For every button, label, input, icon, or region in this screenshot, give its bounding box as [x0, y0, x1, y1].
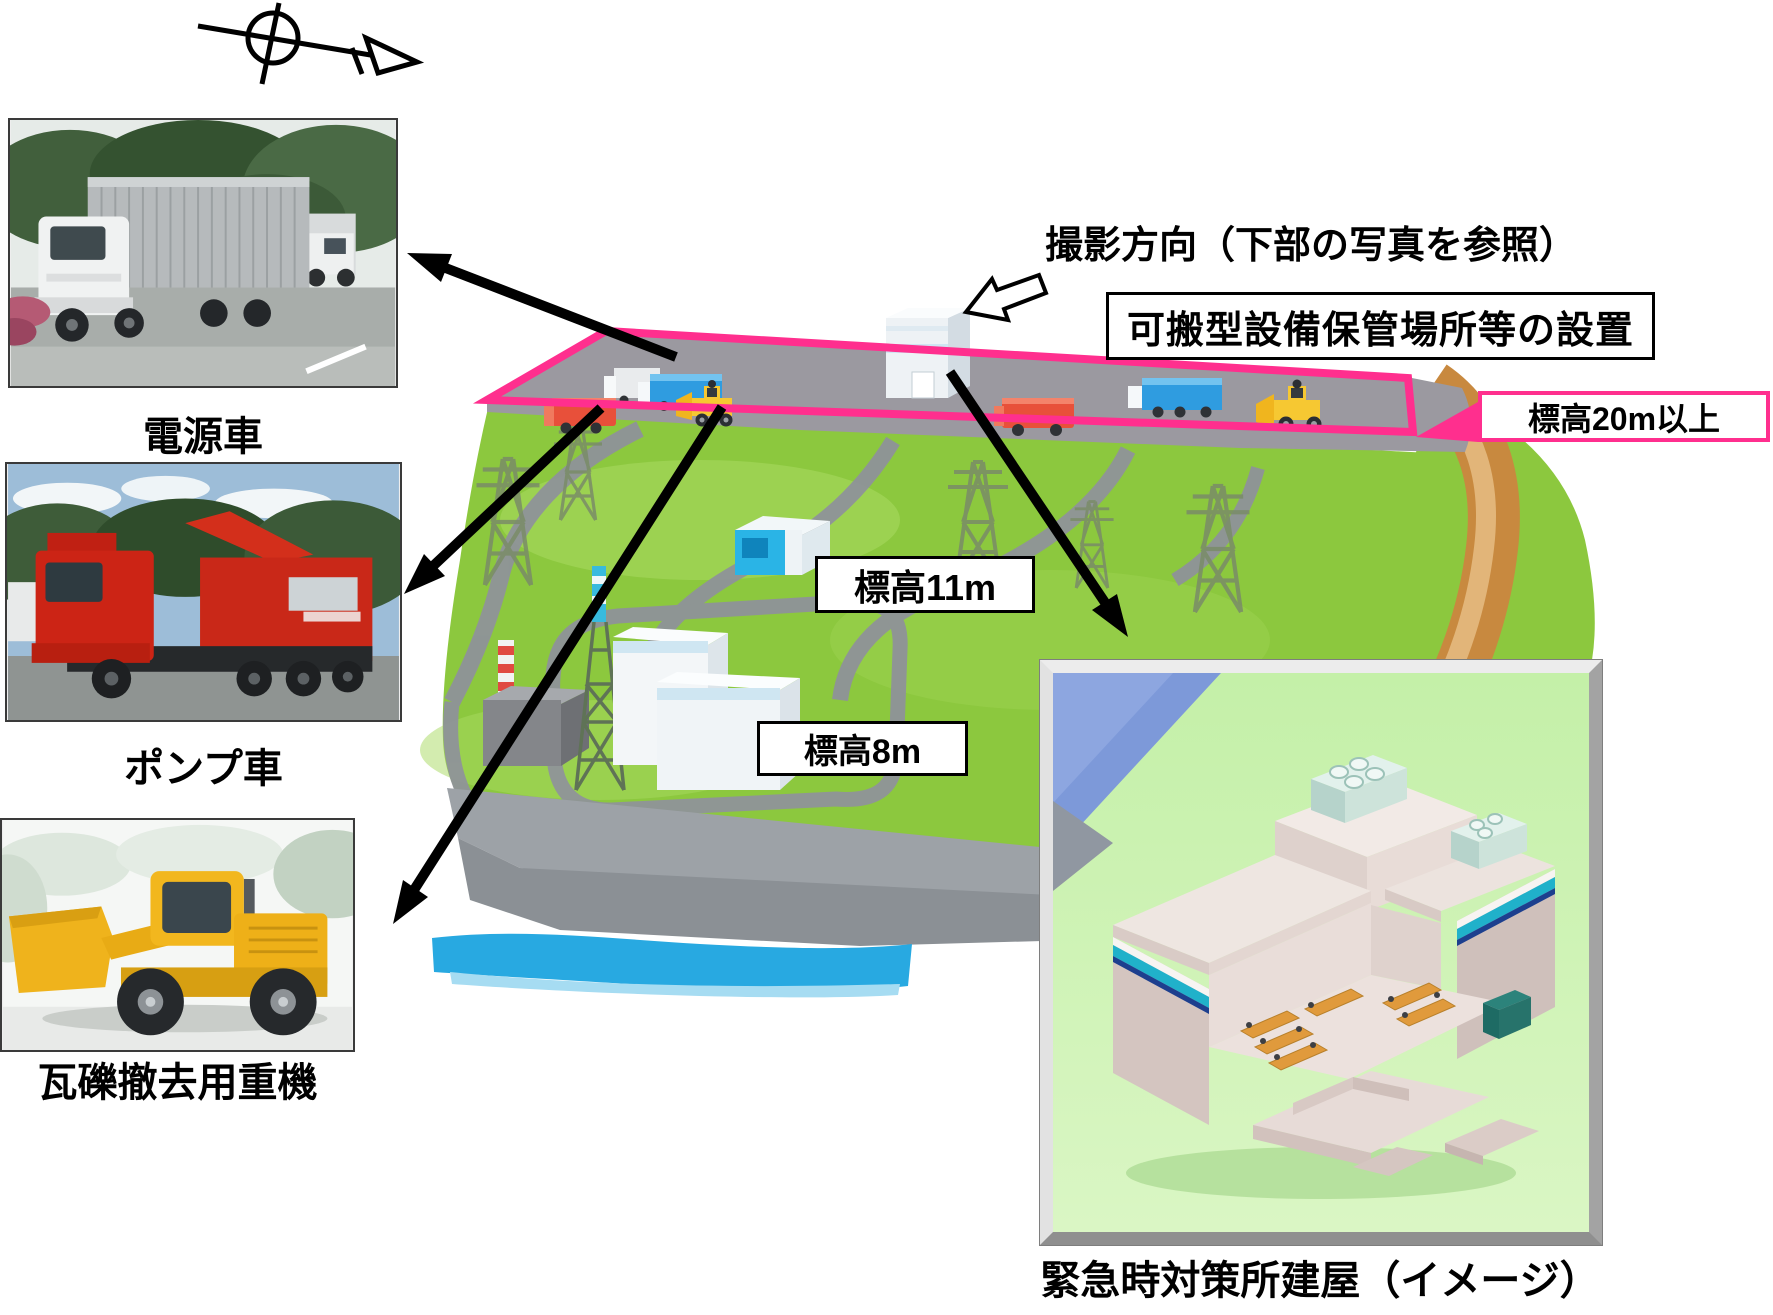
connector-arrows — [393, 253, 1128, 924]
plateau-vehicles — [544, 308, 1322, 436]
emergency-building-label: 緊急時対策所建屋（イメージ） — [1040, 1259, 1600, 1303]
building-cutaway — [1113, 755, 1555, 1176]
photo-label-pump-truck: ポンプ車 — [124, 747, 283, 791]
photo-debris-removal-machine — [0, 818, 355, 1052]
photo-label-power-supply-vehicle: 電源車 — [143, 415, 263, 459]
shooting-direction-arrow-icon — [962, 272, 1049, 323]
mountain — [1053, 801, 1113, 891]
photo-pump-truck — [5, 462, 402, 722]
elevation-20m-box: 標高20m以上 — [1478, 391, 1770, 442]
debris-removal-machine-image — [2, 820, 353, 1050]
storage-area-outline — [472, 326, 1418, 437]
sea-water — [432, 933, 912, 992]
storage-area-box: 可搬型設備保管場所等の設置 — [1106, 292, 1656, 360]
blue-building — [735, 516, 830, 575]
elevation-callout-arrow — [1416, 402, 1478, 442]
elevation-11m-box: 標高11m — [815, 556, 1035, 613]
photo-power-supply-vehicle — [8, 118, 398, 388]
emergency-building-cutaway — [1053, 673, 1589, 1232]
pump-truck-image — [7, 464, 400, 720]
photo-label-debris-removal-machine: 瓦礫撤去用重機 — [37, 1061, 318, 1105]
emergency-building-image — [1039, 659, 1603, 1246]
elevation-8m-box: 標高8m — [757, 721, 968, 776]
power-supply-vehicle-image — [10, 120, 396, 386]
shooting-direction-note: 撮影方向（下部の写真を参照） — [1045, 225, 1578, 267]
north-direction-symbol-icon — [197, 2, 425, 85]
